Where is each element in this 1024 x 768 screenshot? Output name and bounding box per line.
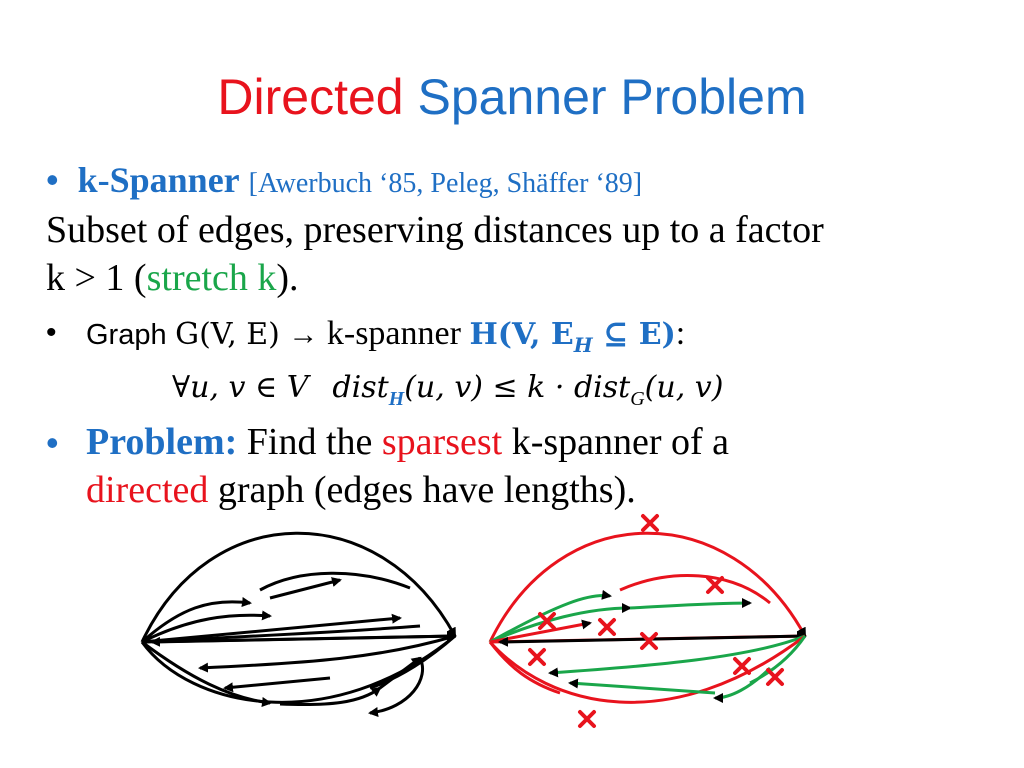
graph-notation: G(V, E) [175, 317, 280, 352]
title-directed: Directed [217, 69, 404, 125]
definition-line-1: Subset of edges, preserving distances up… [46, 209, 824, 251]
problem-line-2: directed graph (edges have lengths). [86, 469, 636, 511]
spanner-notation: H(V, EH ⊆ E) [469, 317, 676, 357]
slide-title: Directed Spanner Problem [0, 62, 1024, 132]
problem-label: Problem: [86, 421, 238, 463]
stretch-k: stretch k [146, 257, 277, 299]
bullet-kspanner: • k-Spanner [Awerbuch ‘85, Peleg, Shäffe… [46, 159, 643, 201]
distance-formula: ∀u, v ∈ V distH(u, v) ≤ k · distG(u, v) [172, 370, 724, 410]
sparsest-word: sparsest [381, 421, 503, 463]
title-rest: Spanner Problem [417, 69, 807, 125]
kspanner-reference: [Awerbuch ‘85, Peleg, Shäffer ‘89] [248, 168, 643, 199]
graph-illustrations [140, 514, 807, 728]
problem-line-1: Problem: Find the sparsest k-spanner of … [86, 421, 730, 463]
bullet-dot-3: • [46, 422, 59, 463]
directed-word: directed [86, 469, 209, 511]
kspanner-term: k-Spanner [77, 160, 240, 200]
bullet-dot-2: • [46, 316, 57, 349]
removed-edge-marks [528, 514, 784, 728]
original-graph [140, 531, 457, 717]
definition-line-2: k > 1 (stretch k). [46, 257, 299, 299]
spanner-graph [488, 531, 807, 704]
bullet-graph: Graph G(V, E) → k-spanner H(V, EH ⊆ E): [86, 315, 686, 357]
